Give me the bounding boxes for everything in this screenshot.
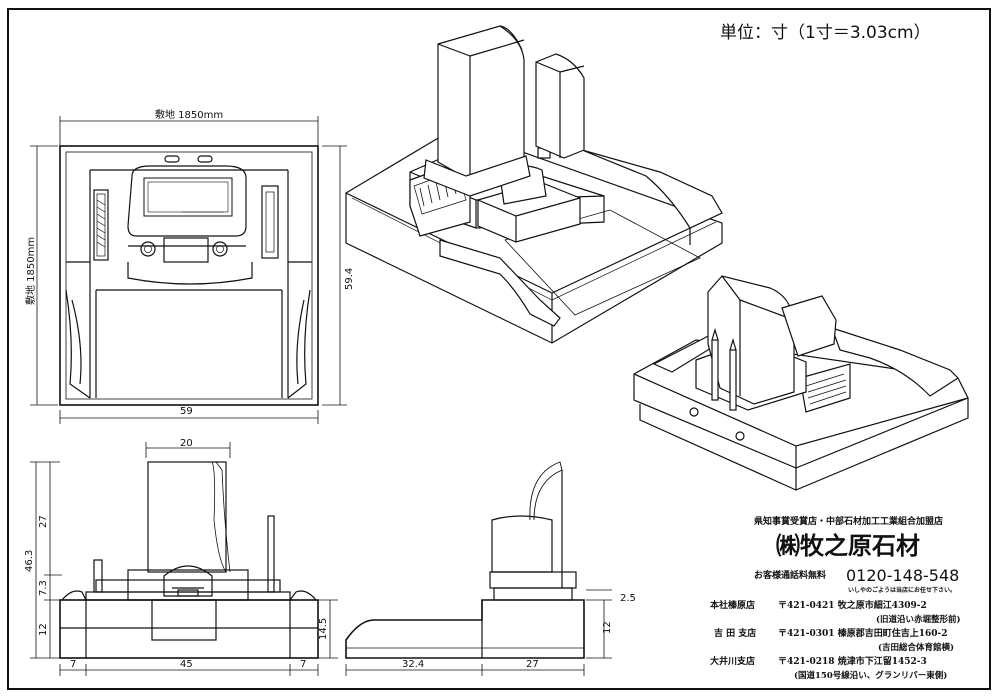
front-center-width: 45 <box>180 659 193 670</box>
side-dimensions: 2.5 12 32.4 27 <box>402 593 636 670</box>
front-right-width: 7 <box>300 659 306 670</box>
plan-view <box>30 116 347 424</box>
branch-note: (旧道沿い赤堀整形前) <box>876 614 961 625</box>
front-monument-height: 27 <box>38 515 49 528</box>
branch-address: 〒421-0218 焼津市下江留1452-3 <box>778 655 927 667</box>
plan-right-dim: 59.4 <box>344 268 355 290</box>
front-mid-height: 7.3 <box>38 580 49 596</box>
company-block: 県知事賞受賞店・中部石材加工工業組合加盟店 ㈱牧之原石材 お客様通話料無料 01… <box>710 515 961 681</box>
side-step-height: 2.5 <box>620 593 636 604</box>
front-right-height: 14.5 <box>318 618 329 640</box>
branch-note: (吉田総合体育館横) <box>878 642 954 653</box>
branch-address: 〒421-0421 牧之原市細江4309-2 <box>778 599 927 611</box>
branch-address: 〒421-0301 榛原郡吉田町住吉上160-2 <box>778 627 948 639</box>
front-total-height: 46.3 <box>24 550 35 572</box>
front-top-dim: 20 <box>180 438 193 449</box>
sheet-border <box>7 8 991 690</box>
plan-dimensions: 敷地 1850mm 敷地 1850mm 59.4 59 <box>24 108 355 417</box>
company-tagline: 県知事賞受賞店・中部石材加工工業組合加盟店 <box>754 515 943 527</box>
branch-label: 吉 田 支店 <box>714 627 756 639</box>
front-elevation <box>30 442 338 676</box>
front-dimensions: 20 46.3 27 7.3 12 14.5 7 45 7 <box>24 438 329 670</box>
company-name: ㈱牧之原石材 <box>776 531 920 560</box>
side-elevation <box>345 461 612 676</box>
side-right-width: 27 <box>526 659 539 670</box>
plan-bottom-dim: 59 <box>180 406 193 417</box>
phone-number: 0120-148-548 <box>846 566 959 585</box>
side-left-width: 32.4 <box>402 659 424 670</box>
phone-note: いしやのごようは当店にお任せ下さい。 <box>848 586 956 594</box>
unit-note: 単位：寸（1寸＝3.03cm） <box>720 23 931 43</box>
front-left-width: 7 <box>70 659 76 670</box>
plan-width-label: 敷地 1850mm <box>155 108 223 121</box>
side-base-height: 12 <box>602 621 613 634</box>
isometric-view-large <box>345 25 723 344</box>
branch-label: 本社榛原店 <box>710 599 755 611</box>
phone-label: お客様通話料無料 <box>754 569 826 581</box>
isometric-view-small <box>633 275 969 491</box>
branch-label: 大井川支店 <box>710 655 755 667</box>
branch-note: (国道150号線沿い、グランリバー東側) <box>794 670 947 681</box>
plan-depth-label: 敷地 1850mm <box>24 237 37 305</box>
front-base-height: 12 <box>38 623 49 636</box>
